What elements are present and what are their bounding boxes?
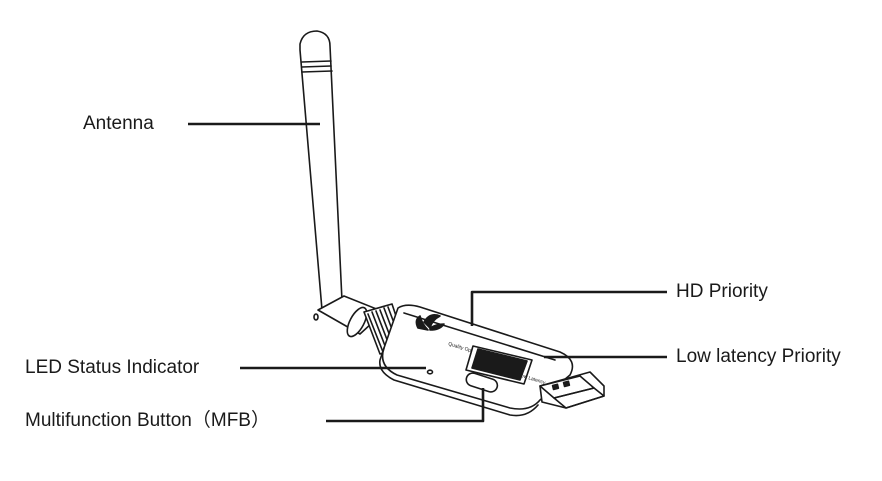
label-antenna: Antenna [83,113,154,134]
label-hd-priority: HD Priority [676,281,768,302]
leader-line-hd-priority [470,290,667,326]
mfb-button [465,372,499,393]
antenna-drawing [299,30,343,321]
label-led-status-indicator: LED Status Indicator [25,357,200,378]
label-low-latency-priority: Low latency Priority [676,346,841,367]
leader-line-mfb [326,388,485,423]
label-multifunction-button: Multifunction Button（MFB） [25,410,270,431]
leader-lines [188,122,667,423]
usb-plug [539,371,605,409]
priority-switch [465,345,533,385]
